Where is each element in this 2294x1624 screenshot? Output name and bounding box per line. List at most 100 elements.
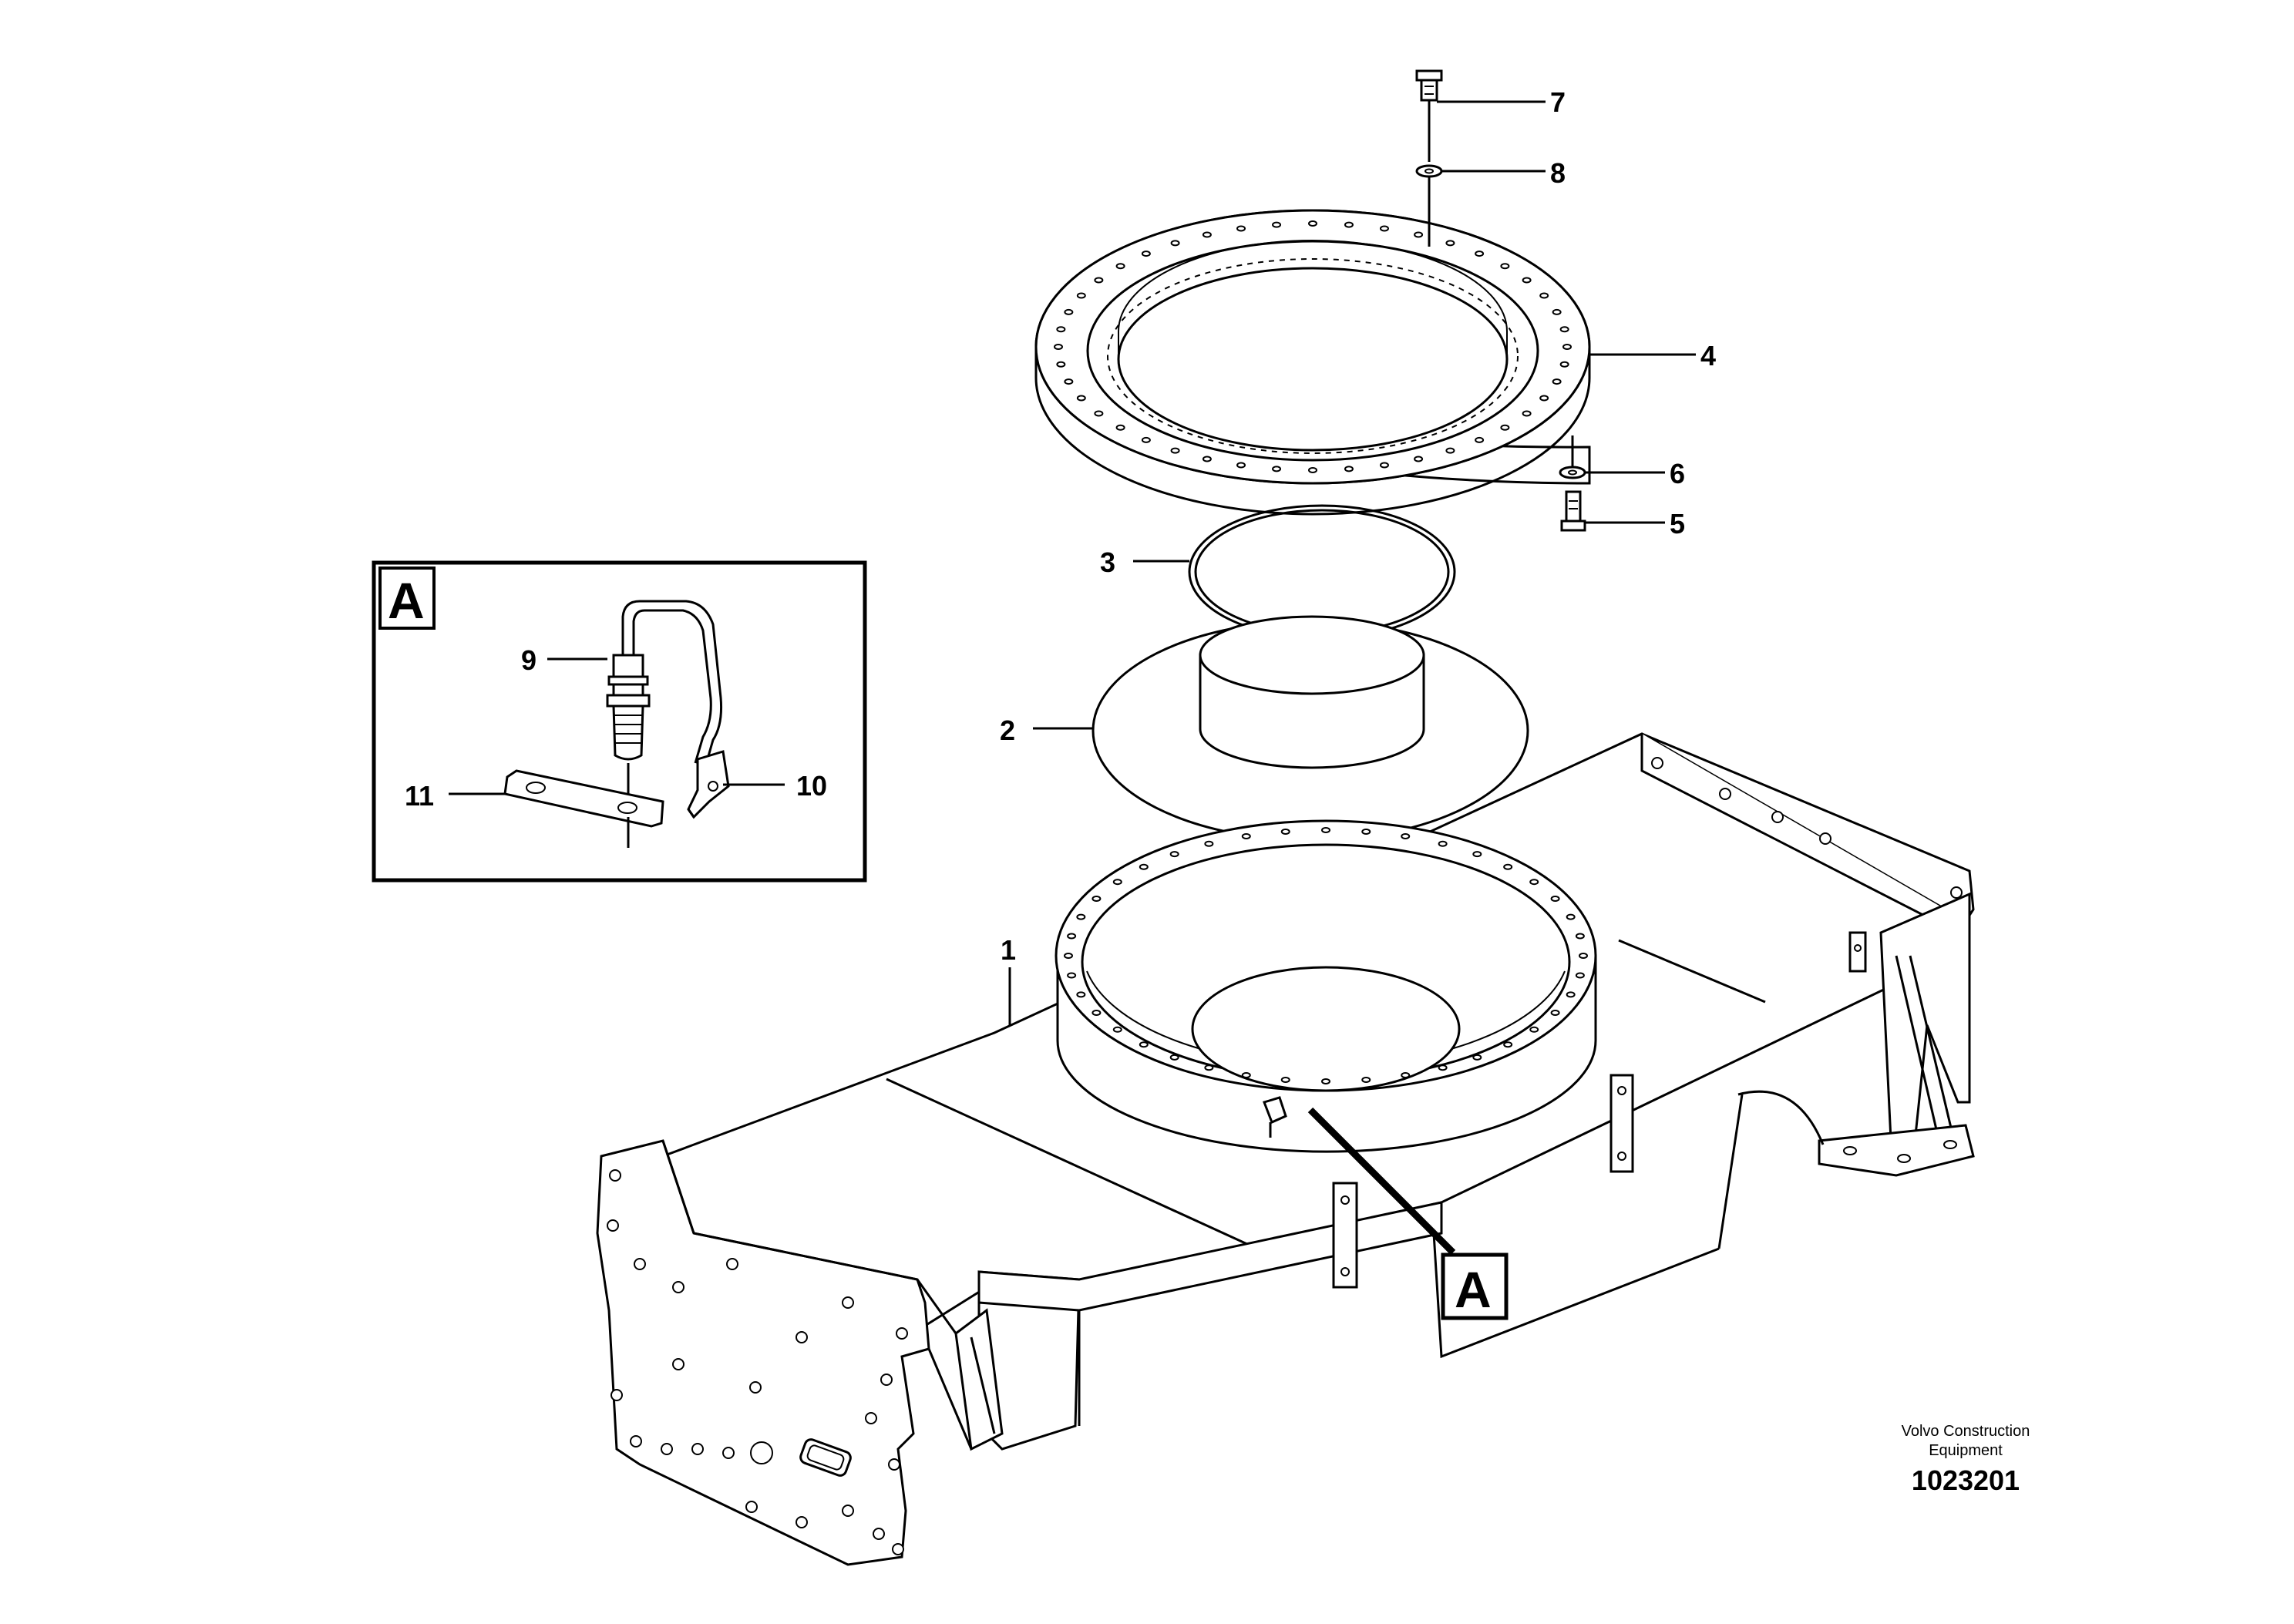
bolt-hole [1092,1010,1102,1017]
bolt-hole [1241,1072,1251,1079]
mounting-hole [796,1516,808,1528]
footer: Volvo Construction Equipment 1023201 [1902,1423,2030,1496]
bolt-hole [1575,972,1585,979]
bolt-hole [1472,851,1482,858]
bolt-hole [1094,410,1104,417]
callout-11: 11 [405,780,434,812]
callout-9: 9 [521,644,536,676]
mounting-hole [722,1447,735,1459]
mounting-hole [880,1374,893,1386]
mounting-hole [726,1258,738,1270]
mounting-hole [896,1327,908,1340]
bolt-hole [1141,250,1151,257]
bolt-hole [1361,829,1371,836]
bolt-hole [1579,953,1588,959]
mounting-hole [661,1443,673,1455]
bolt-hole [1529,1026,1539,1033]
mounting-hole [745,1501,758,1513]
bolt-hole [1550,895,1560,902]
bolt-hole [1170,447,1180,454]
callout-1: 1 [1001,934,1016,966]
bolt-hole [1401,1072,1411,1079]
bolt-hole [1112,879,1122,886]
bolt-hole [1503,1041,1513,1048]
bolt-hole [1500,424,1510,431]
bolt-hole [1169,1054,1179,1061]
turntable-seat [1054,819,1597,1153]
bolt-hole [1064,953,1073,959]
mounting-hole [796,1331,808,1343]
washer-top [1415,164,1443,247]
bolt-hole [1308,467,1317,473]
bolt-bottom [1560,490,1586,532]
mounting-hole [607,1219,619,1232]
bolt-hole [1272,221,1282,228]
company-name-line2: Equipment [1929,1442,2003,1459]
mounting-hole [842,1505,854,1517]
mounting-hole [892,1543,904,1555]
bolt-hole [1379,225,1389,232]
bolt-hole [1566,991,1576,998]
mounting-hole [842,1296,854,1309]
slewing-ring [1034,209,1591,516]
mounting-hole [749,1381,762,1394]
bolt-hole [1344,221,1354,228]
bolt-hole [1064,308,1074,315]
bolt-hole [1141,436,1151,443]
mounting-hole [672,1358,684,1370]
bolt-hole [1115,424,1125,431]
bolt-hole [1475,436,1485,443]
bolt-hole [1321,1078,1330,1084]
callout-labels: 7 8 4 6 5 3 2 1 9 10 11 A [388,86,1716,966]
bolt-hole [1539,292,1549,299]
bolt-hole [1076,913,1086,920]
bolt-hole [1559,326,1569,333]
bolt-hole [1445,240,1455,247]
bolt-hole [1529,879,1539,886]
mounting-hole [865,1412,877,1424]
bolt-hole [1064,378,1074,385]
mounting-hole [610,1389,623,1401]
bolt-hole [1092,895,1102,902]
mounting-hole [873,1528,885,1540]
bolt-hole [1539,395,1549,402]
callout-7: 7 [1550,86,1566,118]
bolt-hole [1566,913,1576,920]
bolt-top [1415,69,1443,162]
bolt-hole [1562,344,1572,350]
bolt-hole [1112,1026,1122,1033]
bolt-hole [1500,263,1510,270]
bolt-hole [1169,851,1179,858]
seal-collar [1092,615,1529,842]
mounting-hole [630,1435,642,1447]
callout-5: 5 [1670,508,1685,540]
mounting-hole [888,1458,900,1471]
bolt-hole [1204,840,1214,847]
bolt-hole [1550,1010,1560,1017]
bolt-hole [1115,263,1125,270]
detail-view-a [372,560,867,883]
bolt-hole [1280,1076,1290,1083]
bolt-hole [1503,863,1513,870]
callout-4: 4 [1700,340,1716,372]
drawing-number: 1023201 [1912,1464,2020,1496]
mounting-hole [672,1281,684,1293]
leader-lines [449,100,1696,1256]
bolt-hole [1575,933,1585,940]
bolt-hole [1202,456,1212,462]
bolt-hole [1438,1064,1448,1071]
company-name-line1: Volvo Construction [1902,1423,2030,1440]
detail-marker-label: A [1455,1261,1492,1318]
detail-marker-a: A [1441,1252,1509,1320]
bolt-hole [1094,277,1104,284]
bolt-hole [1438,840,1448,847]
bolt-hole [1056,326,1066,333]
mounting-hole [634,1258,646,1270]
bolt-hole [1361,1076,1371,1083]
bolt-hole [1344,466,1354,472]
bolt-hole [1204,1064,1214,1071]
bolt-hole [1379,462,1389,469]
bolt-hole [1170,240,1180,247]
bolt-hole [1522,277,1532,284]
bolt-hole [1241,832,1251,839]
